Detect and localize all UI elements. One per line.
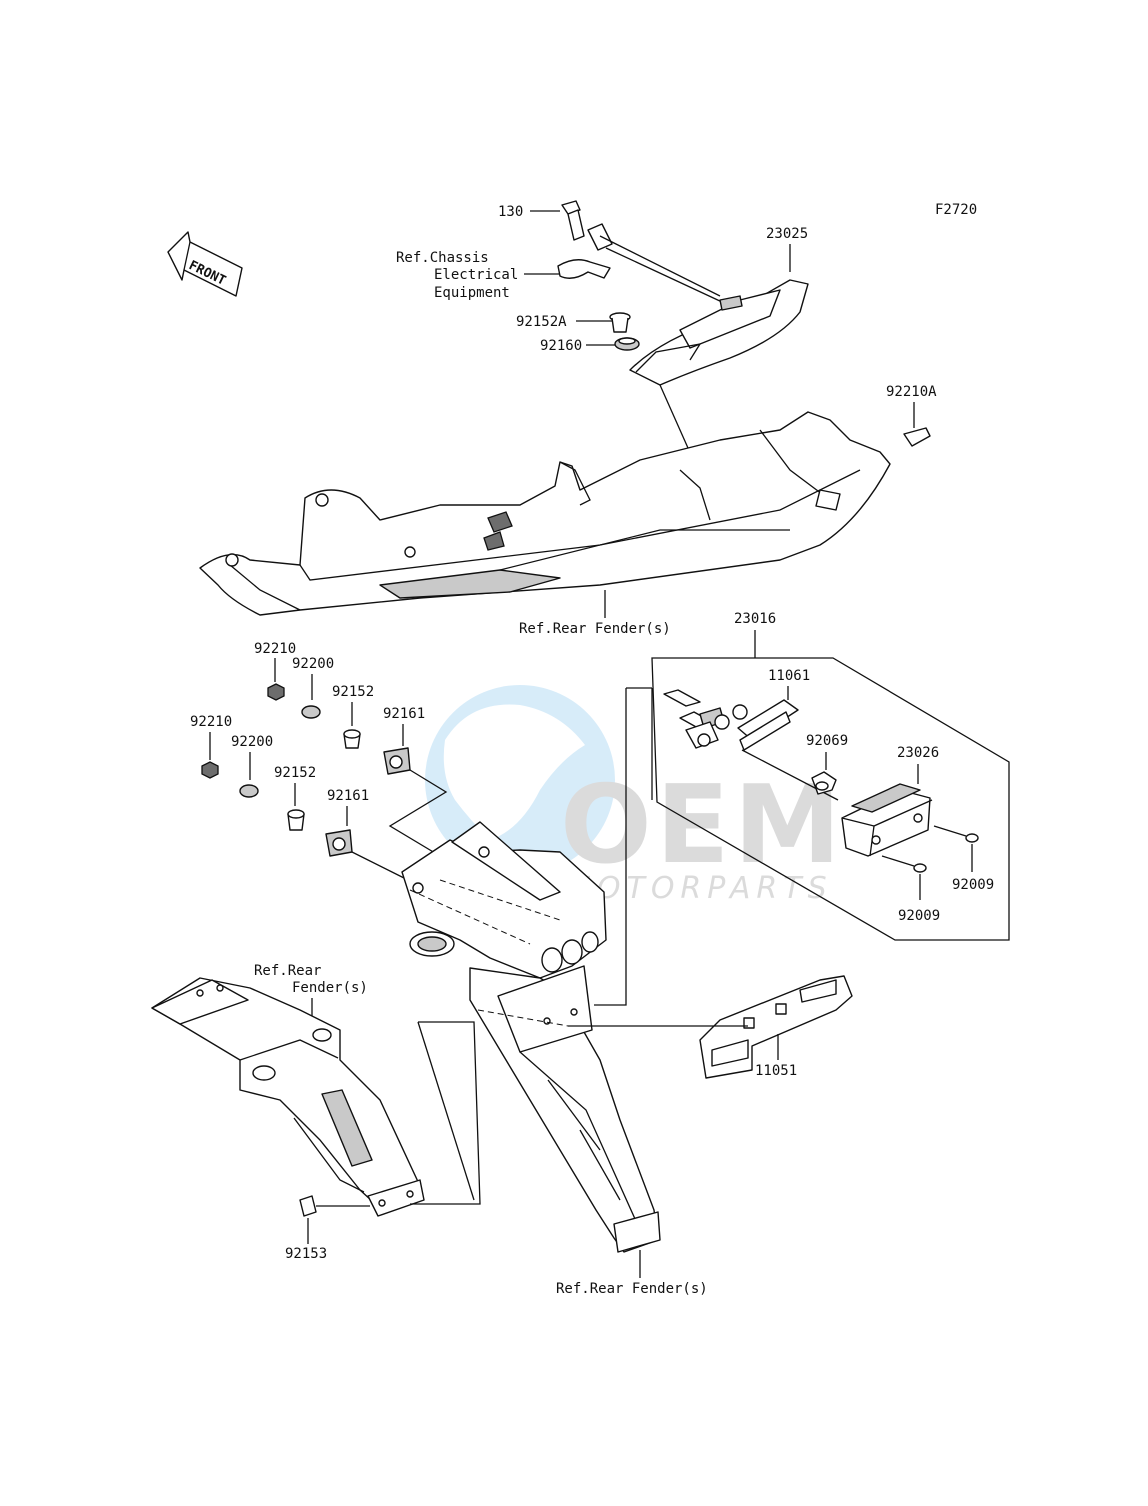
ref-rear-fender-left-2: Fender(s) <box>292 980 368 996</box>
label-23026: 23026 <box>897 745 939 761</box>
collar-92152-b <box>287 809 305 831</box>
wire-clamp <box>557 259 611 279</box>
bracket-11051 <box>699 975 853 1079</box>
tail-light-23025 <box>587 223 809 386</box>
label-92210A: 92210A <box>886 384 937 400</box>
label-92153: 92153 <box>285 1246 327 1262</box>
bolt-130 <box>561 200 585 241</box>
washer-92200-a <box>301 705 321 719</box>
nut-92210-a <box>267 683 285 701</box>
bolt-92210A <box>903 427 931 447</box>
ref-rear-fender-left-1: Ref.Rear <box>254 963 321 979</box>
label-92210-b: 92210 <box>190 714 232 730</box>
assembly-outline-23016 <box>651 657 1010 941</box>
label-92152A: 92152A <box>516 314 567 330</box>
label-92160: 92160 <box>540 338 582 354</box>
license-plate-bracket <box>401 821 661 1253</box>
label-92009-b: 92009 <box>898 908 940 924</box>
label-92069: 92069 <box>806 733 848 749</box>
label-23016: 23016 <box>734 611 776 627</box>
ref-chassis-line2: Electrical <box>434 267 518 283</box>
label-92152-a: 92152 <box>332 684 374 700</box>
grommet-92161-a <box>383 747 411 775</box>
label-23025: 23025 <box>766 226 808 242</box>
ref-rear-fender-bottom: Ref.Rear Fender(s) <box>556 1281 708 1297</box>
license-lamp-23026 <box>841 783 933 857</box>
watermark-sub: MOTORPARTS <box>565 871 833 906</box>
label-92009-a: 92009 <box>952 877 994 893</box>
label-92200-a: 92200 <box>292 656 334 672</box>
label-92161-a: 92161 <box>383 706 425 722</box>
label-92200-b: 92200 <box>231 734 273 750</box>
ref-rear-fender-top: Ref.Rear Fender(s) <box>519 621 671 637</box>
socket-wires <box>663 689 748 749</box>
rear-fender-left <box>151 977 425 1217</box>
collar-92152-a <box>343 729 361 749</box>
collar-92152A <box>609 312 631 333</box>
front-arrow-icon: FRONT <box>167 231 243 297</box>
label-92210-a: 92210 <box>254 641 296 657</box>
label-92161-b: 92161 <box>327 788 369 804</box>
nut-92210-b <box>201 761 219 779</box>
label-11051: 11051 <box>755 1063 797 1079</box>
washer-92200-b <box>239 784 259 798</box>
rear-fender-top <box>199 411 891 616</box>
ref-chassis-line3: Equipment <box>434 285 510 301</box>
label-92152-b: 92152 <box>274 765 316 781</box>
gasket-11061 <box>737 699 799 751</box>
ref-chassis-line1: Ref.Chassis <box>396 250 489 266</box>
globe-continent <box>443 704 585 840</box>
screw-92009-b <box>881 855 927 873</box>
watermark-main: OEM <box>560 763 845 888</box>
label-130: 130 <box>498 204 523 220</box>
diagram-code: F2720 <box>935 202 977 218</box>
label-11061: 11061 <box>768 668 810 684</box>
grommet-92160 <box>614 337 640 351</box>
bulb-92069 <box>811 771 837 795</box>
grommet-92161-b <box>325 829 353 857</box>
bolt-92153 <box>299 1195 370 1217</box>
screw-92009-a <box>933 825 979 843</box>
